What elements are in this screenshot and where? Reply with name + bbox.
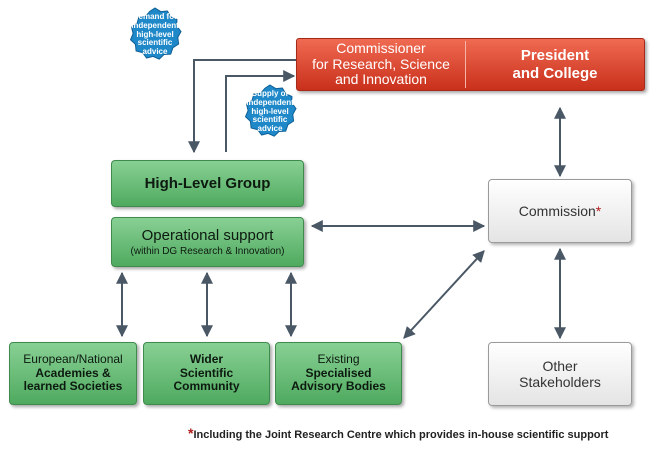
supply-seal-icon bbox=[244, 84, 297, 137]
asterisk-mark: * bbox=[595, 202, 602, 219]
other-stakeholders-box[interactable]: Other Stakeholders bbox=[488, 342, 632, 406]
academies-box[interactable]: European/National Academies & learned So… bbox=[9, 342, 137, 405]
footnote-asterisk: * bbox=[188, 425, 194, 441]
commissioner-box[interactable]: Commissioner for Research, Science and I… bbox=[312, 40, 450, 88]
commission-box[interactable]: Commission* bbox=[488, 179, 632, 243]
supply-arrow bbox=[225, 70, 296, 152]
advisory-bodies-box[interactable]: Existing Specialised Advisory Bodies bbox=[275, 342, 402, 405]
president-box[interactable]: President and College bbox=[512, 47, 598, 82]
demand-seal-label: Demand for independent high-level scient… bbox=[131, 12, 179, 57]
bar-divider bbox=[465, 41, 466, 88]
demand-seal-icon bbox=[129, 7, 182, 60]
commission-advisory-arrow bbox=[403, 250, 485, 339]
demand-arrow bbox=[188, 59, 296, 154]
operational-support-box[interactable]: Operational support (within DG Research … bbox=[111, 217, 304, 267]
commissioner-president-bar: Commissioner for Research, Science and I… bbox=[296, 38, 645, 91]
supply-seal-label: Supply of independent high-level scienti… bbox=[246, 89, 294, 134]
wider-community-box[interactable]: Wider Scientific Community bbox=[143, 342, 270, 405]
footnote: *Including the Joint Research Centre whi… bbox=[188, 425, 609, 441]
high-level-group-box[interactable]: High-Level Group bbox=[111, 160, 304, 207]
